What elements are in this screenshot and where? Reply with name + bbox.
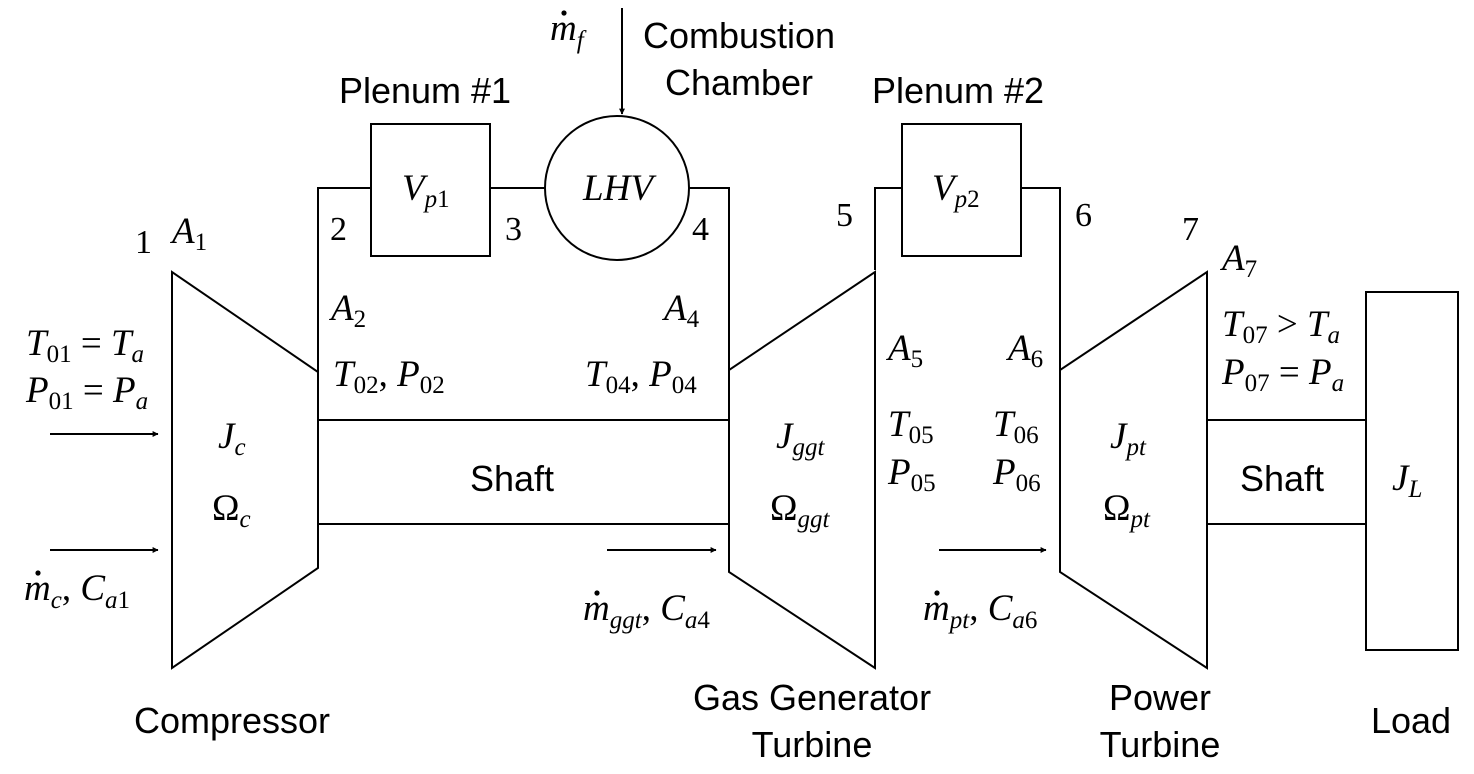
station-4: 4 — [692, 211, 709, 248]
inlet-temperature: T01 = Ta — [26, 323, 144, 368]
label-load: Load — [1371, 700, 1451, 741]
plenum1-box — [370, 123, 491, 257]
station-2: 2 — [330, 211, 347, 248]
area-a6: A6 — [1005, 328, 1043, 373]
ggt-speed: Ωggt — [770, 488, 831, 533]
ggt-flow-label: mggt, Ca4 — [583, 588, 710, 634]
label-shaft2: Shaft — [1240, 458, 1324, 499]
label-shaft1: Shaft — [470, 458, 554, 499]
station-3: 3 — [505, 211, 522, 248]
label-gas-generator: Gas Generator — [693, 677, 931, 718]
area-a1: A1 — [169, 211, 207, 256]
svg-text:mc, Ca1: mc, Ca1 — [24, 568, 130, 614]
exit-temperature: T07 > Ta — [1222, 304, 1340, 349]
fuel-flow-label: mf — [550, 8, 587, 54]
svg-text:mpt, Ca6: mpt, Ca6 — [923, 588, 1037, 634]
duct-combustor-to-ggt — [689, 187, 730, 370]
plenum1-volume: Vp1 — [402, 168, 450, 213]
compressor-shape — [171, 270, 319, 670]
pt-inertia: Jpt — [1110, 416, 1147, 461]
station5-pressure: P05 — [887, 452, 936, 497]
station4-conditions: T04, P04 — [585, 354, 697, 399]
duct-plenum2-to-pt — [1021, 187, 1061, 370]
dot-mark — [934, 590, 940, 596]
label-plenum1: Plenum #1 — [339, 70, 511, 111]
dot-mark — [561, 10, 567, 16]
station-7: 7 — [1182, 211, 1199, 248]
ggt-inertia: Jggt — [776, 416, 825, 461]
dot-mark — [35, 570, 41, 576]
svg-text:mggt, Ca4: mggt, Ca4 — [583, 588, 710, 634]
label-chamber: Chamber — [665, 62, 813, 103]
area-a7: A7 — [1219, 238, 1257, 283]
pt-flow-label: mpt, Ca6 — [923, 588, 1037, 634]
compressor-speed: Ωc — [212, 488, 251, 533]
lhv-label: LHV — [582, 168, 657, 209]
compressor-flow-label: mc, Ca1 — [24, 568, 130, 614]
compressor-inertia: Jc — [218, 416, 246, 461]
label-power-turbine: Turbine — [1100, 724, 1221, 765]
duct-compressor-to-plenum1 — [317, 187, 371, 420]
exit-pressure: P07 = Pa — [1221, 352, 1344, 397]
station6-pressure: P06 — [992, 452, 1041, 497]
load-box — [1365, 291, 1459, 651]
station5-temperature: T05 — [888, 404, 934, 449]
area-a5: A5 — [885, 328, 923, 373]
svg-text:mf: mf — [550, 8, 587, 54]
label-gg-turbine: Turbine — [752, 724, 873, 765]
inlet-pressure: P01 = Pa — [25, 370, 148, 415]
load-inertia: JL — [1392, 458, 1422, 503]
plenum2-volume: Vp2 — [932, 168, 980, 213]
label-combustion: Combustion — [643, 15, 835, 56]
station-5: 5 — [836, 197, 853, 234]
plenum2-box — [901, 123, 1022, 257]
station-6: 6 — [1075, 197, 1092, 234]
station2-conditions: T02, P02 — [333, 354, 445, 399]
pt-speed: Ωpt — [1103, 488, 1151, 533]
area-a4: A4 — [661, 288, 700, 333]
duct-ggt-to-plenum2 — [874, 187, 902, 270]
label-power: Power — [1109, 677, 1211, 718]
gas-generator-turbine-shape — [728, 270, 876, 670]
label-compressor: Compressor — [134, 700, 330, 741]
area-a2: A2 — [328, 288, 366, 333]
station6-temperature: T06 — [993, 404, 1039, 449]
power-turbine-shape — [1059, 270, 1208, 670]
label-plenum2: Plenum #2 — [872, 70, 1044, 111]
station-1: 1 — [135, 224, 152, 261]
dot-mark — [594, 590, 600, 596]
